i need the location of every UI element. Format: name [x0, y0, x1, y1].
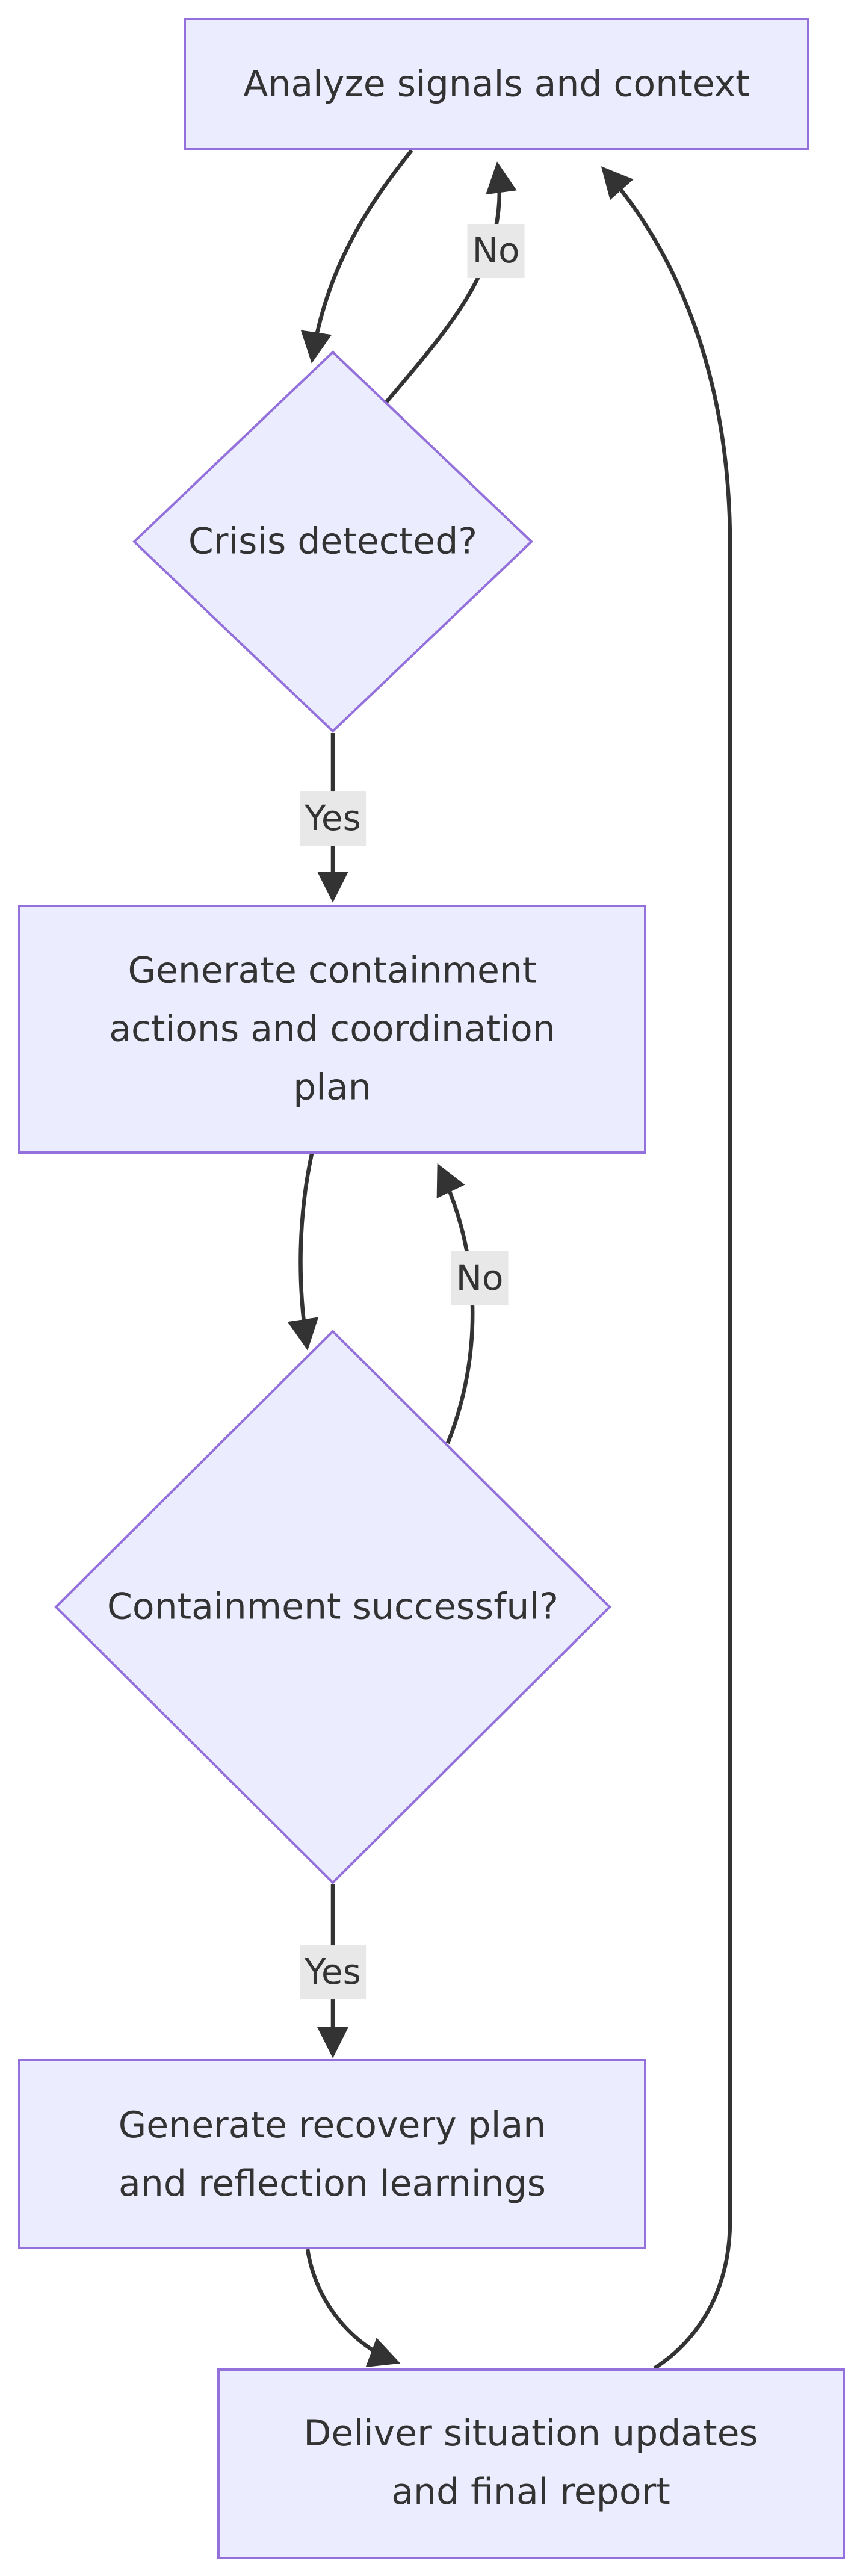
edge-crisis-to-analyze-no	[385, 161, 517, 404]
edge-label-yes-success: Yes	[300, 1945, 366, 1999]
node-deliver-label: Deliver situation updates and final repo…	[303, 2412, 758, 2513]
edge-label-no-success: No	[451, 1251, 509, 1305]
node-crisis-label: Crisis detected?	[188, 520, 478, 563]
node-success-label: Containment successful?	[107, 1585, 558, 1628]
node-success-shape	[54, 1330, 611, 1884]
node-recovery-shape	[18, 2059, 646, 2249]
edge-success-to-containment-no	[436, 1163, 475, 1444]
edge-label-no-crisis: No	[467, 224, 525, 278]
edge-recovery-to-deliver	[305, 2249, 401, 2367]
node-crisis-shape	[132, 350, 533, 733]
node-analyze-shape	[184, 18, 809, 150]
node-containment-shape	[18, 905, 646, 1154]
node-recovery-label: Generate recovery plan and reflection le…	[118, 2104, 546, 2205]
edge-label-yes-crisis: Yes	[300, 791, 366, 846]
edge-analyze-to-crisis	[300, 149, 413, 364]
node-analyze-label: Analyze signals and context	[243, 63, 750, 105]
node-deliver-shape	[217, 2368, 845, 2559]
node-containment-label: Generate containment actions and coordin…	[109, 949, 555, 1109]
edge-deliver-to-analyze-loop	[601, 166, 732, 2370]
edge-containment-to-success	[287, 1153, 319, 1351]
